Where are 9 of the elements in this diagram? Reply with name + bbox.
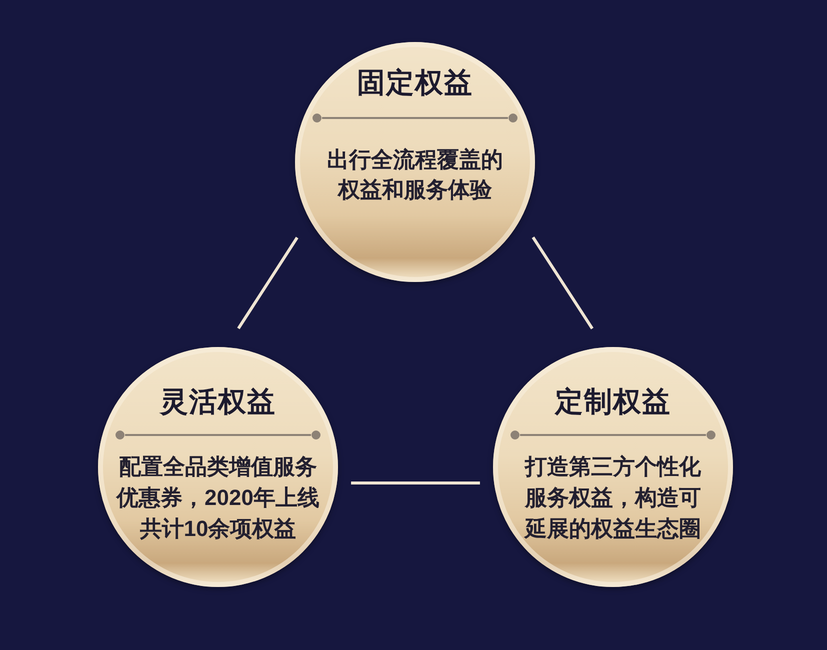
- circle-description: 出行全流程覆盖的权益和服务体验: [326, 146, 504, 204]
- connector-line: [351, 482, 480, 484]
- circle-description: 配置全品类增值服务优惠券，2020年上线共计10余项权益: [116, 453, 320, 543]
- connector-line: [532, 236, 594, 330]
- circle-description: 打造第三方个性化服务权益，构造可延展的权益生态圈: [523, 453, 702, 543]
- circle-title: 定制权益: [555, 385, 671, 419]
- circle-title: 固定权益: [357, 66, 473, 100]
- circle-title: 灵活权益: [160, 385, 276, 419]
- connector-line: [237, 236, 298, 330]
